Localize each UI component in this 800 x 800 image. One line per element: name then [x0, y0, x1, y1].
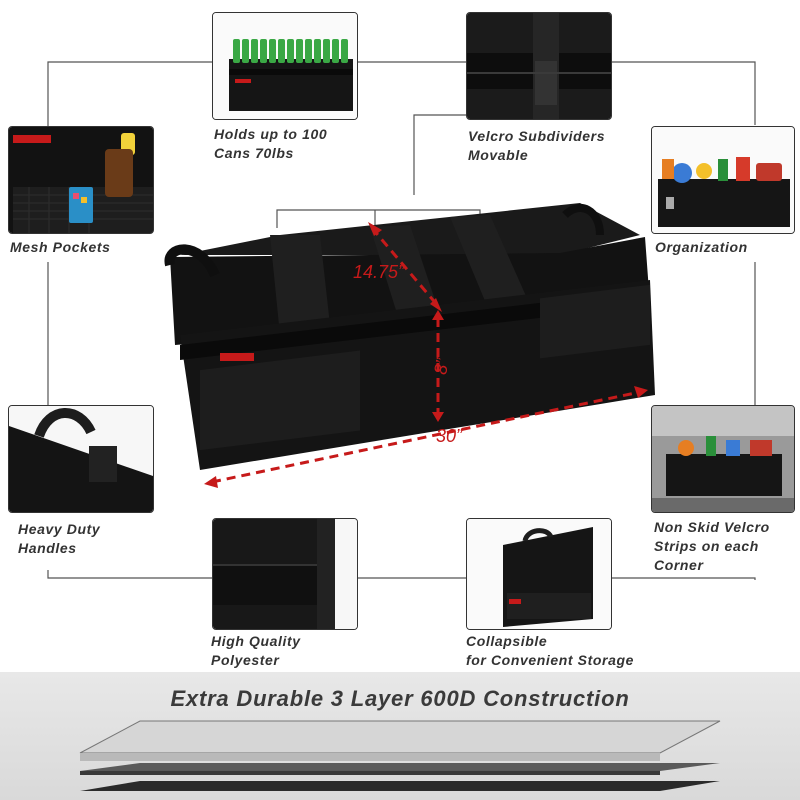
nonskid-caption: Non Skid Velcro Strips on each Corner: [654, 518, 770, 575]
cans-caption-line2: Cans 70lbs: [214, 145, 294, 161]
organization-thumbnail: [651, 126, 795, 234]
mesh-caption-line1: Mesh Pockets: [10, 239, 111, 255]
nonskid-caption-line2: Strips on each: [654, 538, 759, 554]
handles-caption: Heavy Duty Handles: [18, 520, 100, 558]
velcro-caption-line2: Movable: [468, 147, 529, 163]
nonskid-caption-line3: Corner: [654, 557, 704, 573]
mesh-thumbnail: [8, 126, 154, 234]
collapsible-thumbnail: [466, 518, 612, 630]
velcro-thumbnail: [466, 12, 612, 120]
polyester-thumbnail: [212, 518, 358, 630]
dimension-length: 30”: [436, 426, 463, 446]
handles-illustration: [9, 406, 153, 512]
handles-thumbnail: [8, 405, 154, 513]
velcro-illustration: [467, 13, 611, 119]
velcro-caption-line1: Velcro Subdividers: [468, 128, 606, 144]
organization-caption: Organization: [655, 238, 748, 257]
polyester-illustration: [213, 519, 357, 629]
layer-construction-diagram: [79, 720, 721, 791]
cans-illustration: [213, 13, 357, 119]
collapsible-illustration: [467, 519, 611, 629]
dimension-width: 14.75”: [353, 262, 405, 282]
trunk-organizer-image: [164, 203, 655, 470]
polyester-caption-line2: Polyester: [211, 652, 280, 668]
polyester-caption-line1: High Quality: [211, 633, 301, 649]
footer-title: Extra Durable 3 Layer 600D Construction: [170, 686, 630, 711]
collapsible-caption: Collapsible for Convenient Storage: [466, 632, 634, 670]
mesh-caption: Mesh Pockets: [10, 238, 111, 257]
cans-caption: Holds up to 100 Cans 70lbs: [214, 125, 327, 163]
dimension-height: 8”: [430, 356, 453, 377]
cans-thumbnail: [212, 12, 358, 120]
organization-caption-line1: Organization: [655, 239, 748, 255]
collapsible-caption-line1: Collapsible: [466, 633, 548, 649]
velcro-caption: Velcro Subdividers Movable: [468, 127, 605, 165]
cans-caption-line1: Holds up to 100: [214, 126, 328, 142]
handles-caption-line1: Heavy Duty: [18, 521, 101, 537]
mesh-illustration: [9, 127, 153, 233]
nonskid-caption-line1: Non Skid Velcro: [654, 519, 770, 535]
collapsible-caption-line2: for Convenient Storage: [466, 652, 634, 668]
organization-illustration: [652, 127, 794, 233]
nonskid-thumbnail: [651, 405, 795, 513]
polyester-caption: High Quality Polyester: [211, 632, 301, 670]
nonskid-illustration: [652, 406, 794, 512]
handles-caption-line2: Handles: [18, 540, 77, 556]
